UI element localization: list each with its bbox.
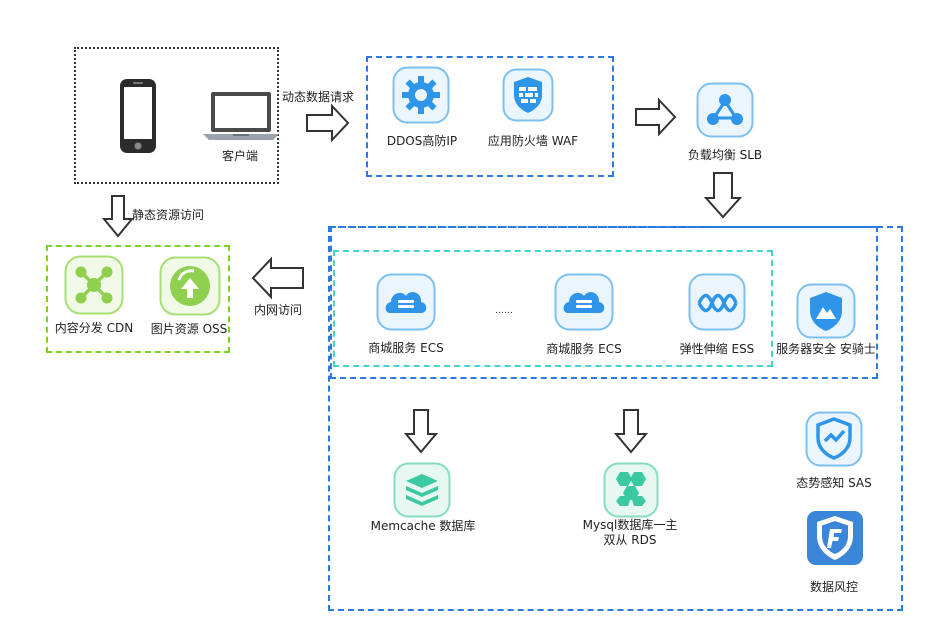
client-group [74, 47, 279, 184]
static-access-label: 静态资源访问 [132, 208, 205, 222]
arrow-security-to-slb [635, 97, 677, 137]
sas-shield-icon [805, 411, 863, 471]
ellipsis-label: …… [495, 306, 513, 316]
client-label: 客户端 [221, 149, 258, 163]
phone-icon [119, 78, 157, 158]
ecs-1-label: 商城服务 ECS [368, 341, 444, 355]
risk-control-label: 数据风控 [809, 580, 858, 594]
mysql-label: Mysql数据库一主双从 RDS [582, 518, 678, 547]
memcache-stack-icon [393, 462, 451, 522]
ddos-gear-icon [392, 66, 450, 128]
waf-label: 应用防火墙 WAF [487, 134, 579, 148]
arrow-ecs-to-mysql [613, 409, 649, 454]
laptop-icon [203, 91, 279, 145]
dynamic-request-label: 动态数据请求 [282, 90, 355, 104]
cdn-hub-icon [64, 255, 124, 319]
security-group [366, 56, 614, 177]
memcache-label: Memcache 数据库 [370, 519, 476, 533]
arrow-intranet-to-cdn [251, 256, 304, 300]
waf-firewall-icon [502, 68, 554, 126]
ddos-label: DDOS高防IP [386, 134, 458, 148]
arrow-client-to-security [306, 103, 350, 143]
app-tier-group [330, 226, 878, 379]
risk-control-icon [806, 510, 864, 570]
oss-label: 图片资源 OSS [150, 322, 228, 336]
ecs-cluster-group [333, 250, 773, 367]
slb-label: 负载均衡 SLB [687, 148, 763, 162]
oss-storage-icon [159, 256, 221, 320]
ess-label: 弹性伸缩 ESS [679, 342, 755, 356]
mysql-rds-icon [603, 462, 659, 522]
ecs-2-label: 商城服务 ECS [546, 342, 622, 356]
sas-label: 态势感知 SAS [796, 476, 872, 490]
ess-wave-icon [688, 273, 746, 335]
cdn-group [46, 245, 230, 353]
ecs-cloud-icon-2 [554, 273, 614, 335]
ecs-cloud-icon-1 [376, 273, 436, 335]
server-security-label: 服务器安全 安骑士 [776, 342, 876, 356]
arrow-ecs-to-memcache [403, 409, 439, 454]
server-security-shield-icon [796, 283, 856, 343]
intranet-access-label: 内网访问 [254, 303, 303, 317]
arrow-slb-to-backend [703, 172, 743, 219]
cdn-label: 内容分发 CDN [54, 321, 134, 335]
slb-network-icon [696, 82, 754, 142]
arrow-client-to-cdn [101, 195, 135, 238]
